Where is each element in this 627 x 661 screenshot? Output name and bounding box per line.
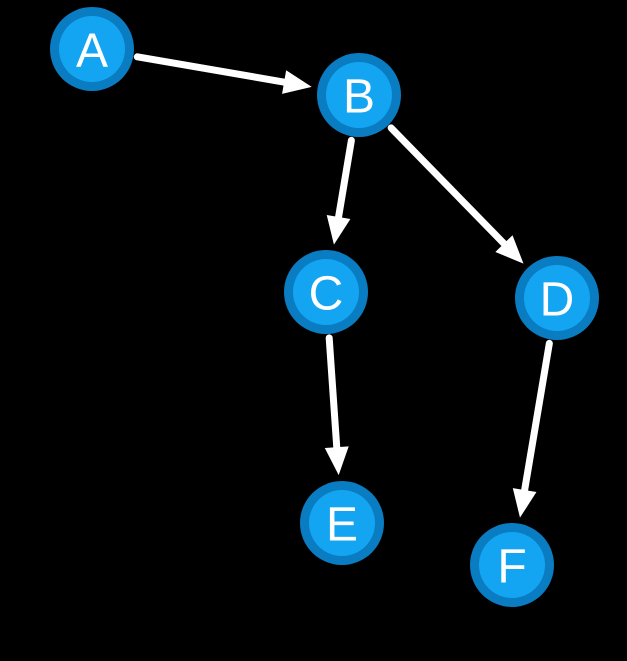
edge-line <box>333 136 355 229</box>
edges-layer <box>133 53 553 518</box>
node-body <box>59 16 125 82</box>
arrowhead-icon <box>282 70 312 94</box>
arrowhead-icon <box>495 235 524 264</box>
edge-A-B <box>133 53 312 94</box>
node-D[interactable]: D <box>515 256 599 340</box>
edge-line <box>325 334 341 460</box>
node-body <box>479 532 545 598</box>
arrowhead-icon <box>512 488 537 518</box>
edge-C-E <box>324 334 349 476</box>
nodes-layer: A B C D E F <box>50 7 599 607</box>
edge-line <box>387 124 514 254</box>
edge-D-F <box>512 339 553 518</box>
arrowhead-icon <box>324 446 349 476</box>
node-B[interactable]: B <box>317 53 401 137</box>
node-body <box>326 62 392 128</box>
node-A[interactable]: A <box>50 7 134 91</box>
node-label: D <box>540 273 575 326</box>
node-E[interactable]: E <box>300 481 384 565</box>
edge-B-D <box>387 124 524 264</box>
arrowhead-icon <box>326 215 351 245</box>
edge-B-C <box>326 136 355 245</box>
node-label: B <box>343 70 375 123</box>
node-F[interactable]: F <box>470 523 554 607</box>
node-label: E <box>326 498 358 551</box>
node-C[interactable]: C <box>284 250 368 334</box>
edge-line <box>133 53 296 88</box>
node-body <box>309 490 375 556</box>
node-label: A <box>76 24 108 77</box>
edge-line <box>519 339 553 502</box>
node-label: F <box>497 540 526 593</box>
node-body <box>293 259 359 325</box>
node-body <box>524 265 590 331</box>
node-label: C <box>309 267 344 320</box>
